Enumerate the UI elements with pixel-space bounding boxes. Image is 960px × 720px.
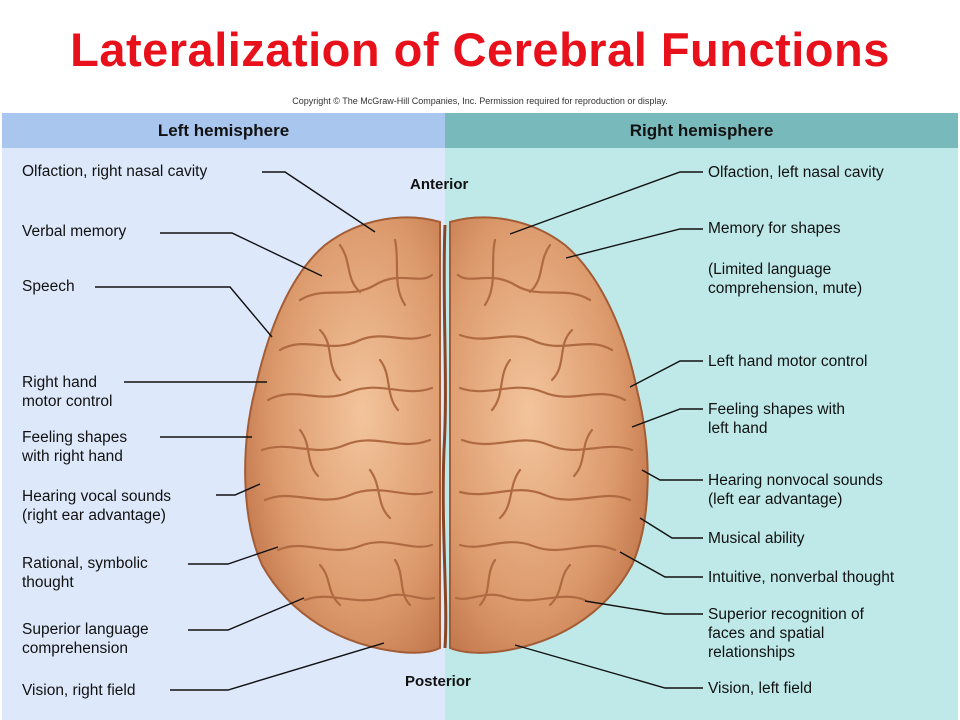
label-right-limited-language-line1: (Limited language bbox=[708, 261, 832, 278]
leader-line-right-5 bbox=[641, 469, 703, 481]
label-left-hearing-vocal-line2: (right ear advantage) bbox=[22, 507, 166, 524]
leader-line-right-9 bbox=[514, 644, 703, 689]
label-left-rational-thought-line1: Rational, symbolic bbox=[22, 555, 148, 572]
posterior-label: Posterior bbox=[405, 673, 471, 690]
label-left-hearing-vocal: Hearing vocal sounds (right ear advantag… bbox=[22, 487, 171, 525]
right-hemisphere-header: Right hemisphere bbox=[445, 113, 958, 148]
label-left-olfaction: Olfaction, right nasal cavity bbox=[22, 162, 207, 181]
label-right-feeling-shapes: Feeling shapes with left hand bbox=[708, 400, 845, 438]
longitudinal-fissure bbox=[441, 224, 448, 649]
label-right-vision: Vision, left field bbox=[708, 679, 812, 698]
label-right-vision-line1: Vision, left field bbox=[708, 680, 812, 697]
label-left-motor-control-line2: motor control bbox=[22, 393, 113, 410]
label-left-motor-control-line1: Right hand bbox=[22, 374, 97, 391]
label-right-motor-control-line1: Left hand motor control bbox=[708, 353, 868, 370]
leader-line-left-3 bbox=[95, 286, 273, 338]
label-right-hearing-nonvocal: Hearing nonvocal sounds (left ear advant… bbox=[708, 471, 883, 509]
label-left-speech-line1: Speech bbox=[22, 278, 75, 295]
leader-line-right-6 bbox=[639, 517, 703, 539]
left-leader-lines bbox=[95, 171, 385, 691]
right-leader-lines bbox=[509, 171, 703, 689]
label-left-feeling-shapes-line1: Feeling shapes bbox=[22, 429, 128, 446]
label-right-musical-ability-line1: Musical ability bbox=[708, 530, 805, 547]
leader-line-left-8 bbox=[188, 597, 305, 631]
leader-line-right-7 bbox=[619, 551, 703, 578]
label-right-intuitive-thought-line1: Intuitive, nonverbal thought bbox=[708, 569, 895, 586]
label-right-memory-shapes: Memory for shapes bbox=[708, 219, 841, 238]
leader-line-left-1 bbox=[262, 171, 376, 233]
leader-line-right-2 bbox=[565, 228, 703, 259]
leader-line-left-2 bbox=[160, 232, 323, 277]
label-left-feeling-shapes-line2: with right hand bbox=[22, 448, 123, 465]
label-right-feeling-shapes-line1: Feeling shapes with bbox=[708, 401, 845, 418]
label-right-olfaction-line1: Olfaction, left nasal cavity bbox=[708, 164, 884, 181]
left-hemisphere-shape bbox=[244, 216, 441, 654]
label-right-intuitive-thought: Intuitive, nonverbal thought bbox=[708, 568, 894, 587]
label-right-limited-language: (Limited language comprehension, mute) bbox=[708, 260, 862, 298]
label-left-language-comprehension-line1: Superior language bbox=[22, 621, 149, 638]
label-right-face-recognition-line3: relationships bbox=[708, 644, 796, 661]
copyright-notice: Copyright © The McGraw-Hill Companies, I… bbox=[292, 96, 668, 106]
label-left-vision: Vision, right field bbox=[22, 681, 135, 700]
gyri-folds bbox=[260, 238, 634, 607]
label-left-language-comprehension-line2: comprehension bbox=[22, 640, 128, 657]
leader-line-right-3 bbox=[629, 360, 703, 388]
anterior-label: Anterior bbox=[410, 176, 469, 193]
leader-line-right-1 bbox=[509, 171, 703, 235]
leader-line-right-8 bbox=[584, 600, 703, 615]
label-right-olfaction: Olfaction, left nasal cavity bbox=[708, 163, 884, 182]
label-left-vision-line1: Vision, right field bbox=[22, 682, 136, 699]
label-right-motor-control: Left hand motor control bbox=[708, 352, 867, 371]
leader-line-left-6 bbox=[216, 483, 261, 496]
page-title: Lateralization of Cerebral Functions bbox=[70, 23, 890, 76]
label-left-feeling-shapes: Feeling shapes with right hand bbox=[22, 428, 127, 466]
label-left-motor-control: Right hand motor control bbox=[22, 373, 112, 411]
label-left-language-comprehension: Superior language comprehension bbox=[22, 620, 149, 658]
label-left-speech: Speech bbox=[22, 277, 75, 296]
label-left-hearing-vocal-line1: Hearing vocal sounds bbox=[22, 488, 172, 505]
label-right-hearing-nonvocal-line1: Hearing nonvocal sounds bbox=[708, 472, 883, 489]
label-left-verbal-memory-line1: Verbal memory bbox=[22, 223, 127, 240]
label-right-face-recognition-line1: Superior recognition of bbox=[708, 606, 864, 623]
right-hemisphere-shape bbox=[449, 216, 649, 654]
left-hemisphere-header: Left hemisphere bbox=[2, 113, 445, 148]
label-right-feeling-shapes-line2: left hand bbox=[708, 420, 768, 437]
label-left-rational-thought-line2: thought bbox=[22, 574, 74, 591]
label-left-rational-thought: Rational, symbolic thought bbox=[22, 554, 148, 592]
label-right-face-recognition-line2: faces and spatial bbox=[708, 625, 825, 642]
leader-line-right-4 bbox=[631, 408, 703, 428]
leader-line-left-9 bbox=[170, 642, 385, 691]
label-right-hearing-nonvocal-line2: (left ear advantage) bbox=[708, 491, 843, 508]
label-right-musical-ability: Musical ability bbox=[708, 529, 804, 548]
label-right-face-recognition: Superior recognition of faces and spatia… bbox=[708, 605, 864, 662]
label-right-memory-shapes-line1: Memory for shapes bbox=[708, 220, 841, 237]
label-right-limited-language-line2: comprehension, mute) bbox=[708, 280, 863, 297]
leader-line-left-7 bbox=[188, 546, 279, 565]
label-left-verbal-memory: Verbal memory bbox=[22, 222, 126, 241]
label-left-olfaction-line1: Olfaction, right nasal cavity bbox=[22, 163, 208, 180]
